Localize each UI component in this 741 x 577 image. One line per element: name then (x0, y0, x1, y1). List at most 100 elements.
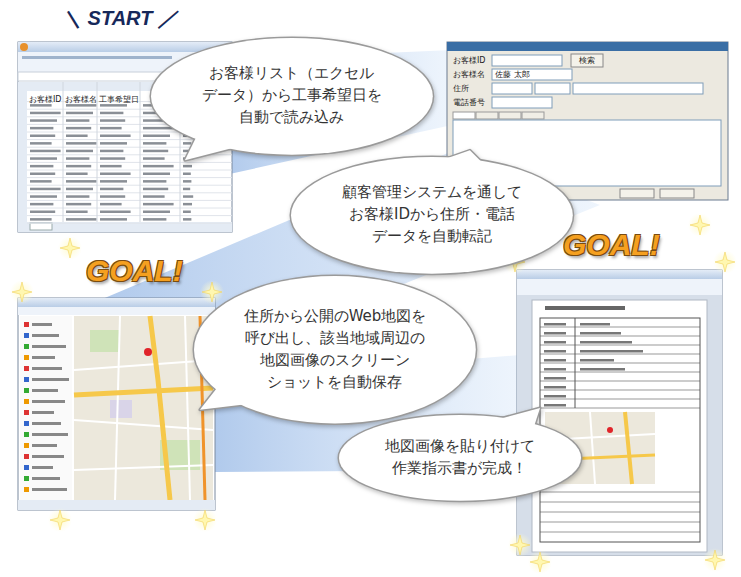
excel-grid (100, 127, 122, 129)
sparkle (58, 236, 82, 260)
excel-grid (27, 185, 232, 186)
dialog-screenshot (492, 69, 572, 80)
excel-grid (30, 195, 57, 198)
map-side-panel (32, 356, 55, 359)
map-side-panel (24, 377, 29, 382)
sparkle (508, 533, 532, 557)
map-side-panel (24, 388, 29, 393)
excel-grid (30, 157, 57, 160)
sparkle (530, 552, 550, 572)
document-table (580, 368, 625, 371)
map-screenshot (144, 348, 152, 356)
map-side-panel (32, 488, 67, 491)
map-side-panel (24, 465, 29, 470)
column-header: お客様名 (65, 95, 97, 104)
map-screenshot (18, 298, 215, 307)
document-table (544, 350, 566, 353)
map-screenshot (18, 500, 215, 510)
map-screenshot (150, 316, 170, 500)
bubble-ellipse (194, 276, 476, 424)
map-side-panel (32, 411, 54, 414)
excel-grid (27, 192, 232, 193)
bubble-text: 住所から公開のWeb地図を 呼び出し、該当地域周辺の 地図画像のスクリーン ショ… (240, 306, 430, 393)
excel-grid (183, 188, 190, 191)
sparkle (715, 252, 735, 272)
map-side-panel (32, 367, 62, 370)
bubble-tail (185, 132, 244, 160)
document-screenshot (540, 318, 700, 542)
sparkle (48, 508, 72, 532)
dialog-screenshot (453, 112, 475, 119)
map-screenshot (110, 400, 132, 418)
column-header: 工事希望日 (99, 95, 139, 104)
map-side-panel (24, 421, 29, 426)
excel-grid (143, 165, 174, 168)
document-table (540, 522, 700, 523)
excel-screenshot (140, 82, 141, 222)
bubble-ellipse (151, 38, 433, 155)
excel-grid (183, 165, 192, 168)
excel-grid (183, 218, 191, 221)
document-table (540, 399, 700, 400)
map-screenshot (115, 316, 120, 500)
excel-grid (183, 195, 193, 198)
excel-grid (66, 157, 89, 160)
excel-grid (183, 142, 191, 145)
document-table (580, 350, 643, 353)
document-table (544, 341, 566, 344)
bubble-outline (339, 415, 581, 501)
dialog-screenshot (447, 42, 728, 51)
excel-grid (183, 180, 191, 183)
excel-grid (27, 170, 232, 171)
excel-grid (27, 200, 232, 201)
excel-grid (100, 104, 127, 107)
excel-screenshot (22, 56, 172, 59)
excel-grid (30, 142, 52, 145)
bubble-caption: 地図画像を貼り付けて 作業指示書が完成！ (379, 436, 541, 480)
excel-grid (143, 135, 170, 138)
map-side-panel (32, 422, 61, 425)
dialog-screenshot (571, 54, 603, 67)
bubble-ellipse (339, 415, 581, 501)
button-label: 検索 (579, 56, 595, 65)
sparkle (705, 550, 725, 570)
excel-screenshot (18, 82, 27, 222)
map-side-panel (32, 433, 68, 436)
excel-grid (30, 135, 55, 138)
sparkle (713, 250, 737, 274)
excel-grid (183, 211, 191, 214)
excel-grid (30, 104, 52, 107)
map-screenshot (18, 307, 215, 315)
document-screenshot (517, 279, 722, 295)
bubble-border (151, 38, 433, 160)
bubble-caption: 住所から公開のWeb地図を 呼び出し、該当地域周辺の 地図画像のスクリーン ショ… (240, 306, 430, 393)
map-side-panel (24, 344, 29, 349)
map-side-panel (24, 454, 29, 459)
excel-grid (100, 211, 131, 214)
excel-grid (143, 173, 170, 176)
column-header: お客様ID (29, 95, 62, 104)
map-side-panel (32, 400, 65, 403)
bubble-border (339, 408, 581, 501)
document-table (540, 408, 700, 409)
bubble-border (194, 276, 476, 424)
document-table (544, 368, 566, 371)
sparkle (200, 280, 224, 304)
bubble-caption: 顧客管理システムを通して お客様IDから住所・電話 データを自動転記 (337, 182, 527, 247)
map-side-panel (32, 345, 66, 348)
bubble-ellipse (339, 415, 581, 501)
map-side-panel (32, 477, 60, 480)
bubble-tail (492, 408, 540, 429)
document-table (580, 359, 614, 362)
sparkle (10, 280, 34, 304)
excel-grid (27, 162, 232, 163)
sparkle (193, 508, 217, 532)
field-label: 電話番号 (453, 98, 485, 107)
excel-grid (100, 180, 127, 183)
bubble-tail (434, 150, 488, 168)
document-screenshot (532, 300, 707, 552)
excel-grid (100, 119, 125, 122)
document-screenshot (607, 427, 613, 433)
map-side-panel (32, 334, 59, 337)
document-screenshot (517, 270, 722, 555)
